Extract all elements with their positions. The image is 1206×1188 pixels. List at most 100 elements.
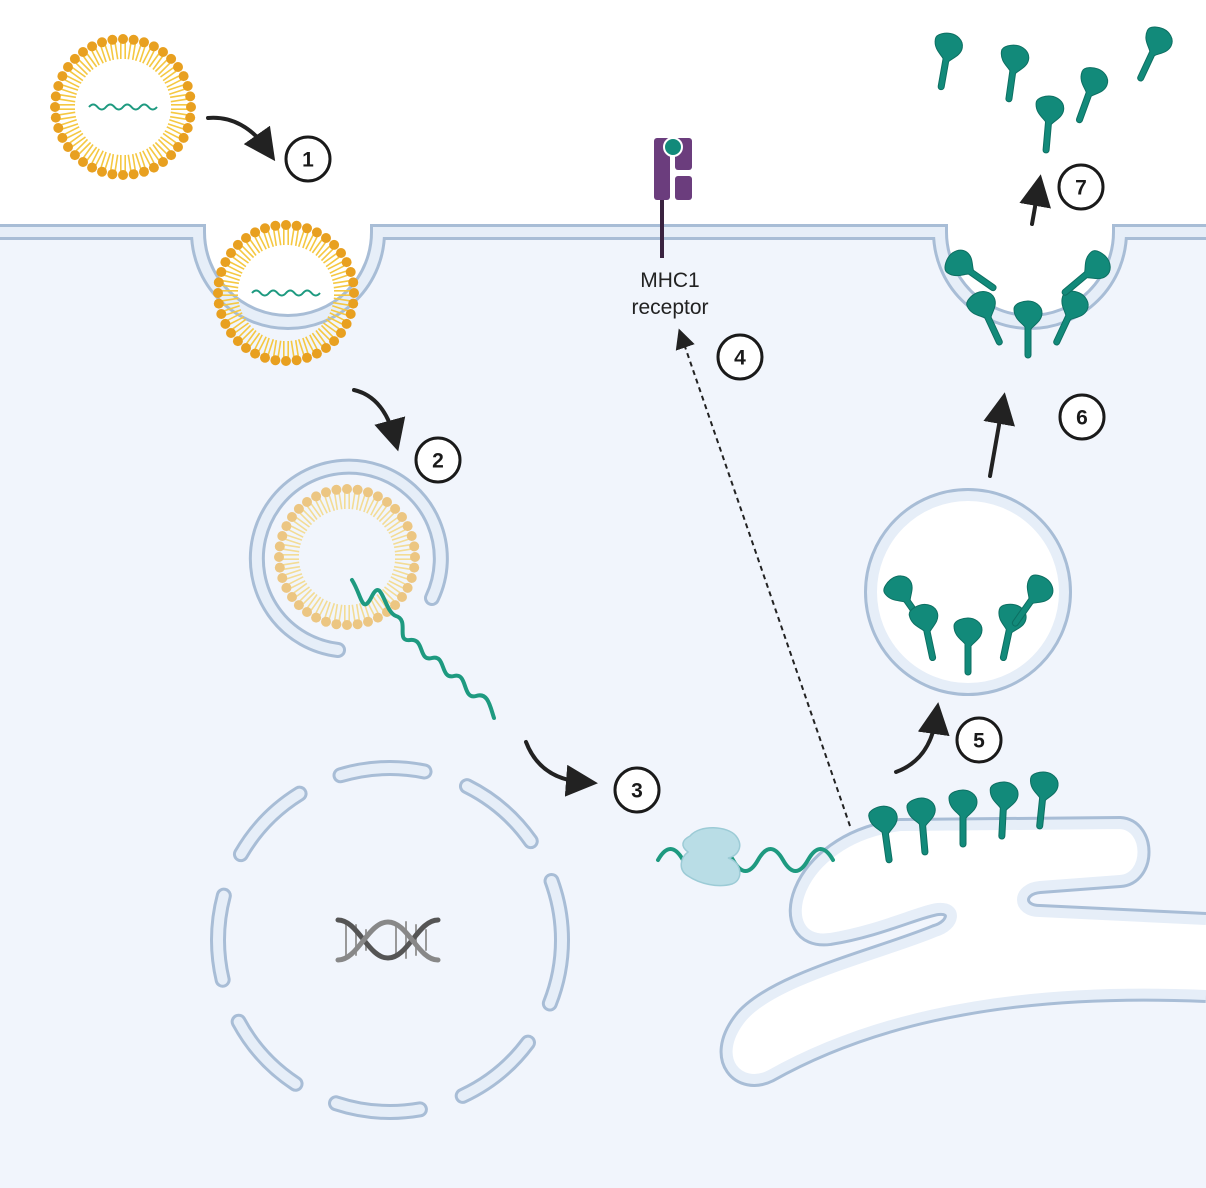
lipid-tail bbox=[75, 59, 92, 76]
lipid-head bbox=[348, 277, 359, 288]
endosome-icon bbox=[248, 458, 449, 658]
spike-protein-icon bbox=[1075, 67, 1109, 124]
lipid-tail bbox=[263, 231, 275, 249]
lipid-tail bbox=[127, 153, 136, 171]
membrane-spike-proteins bbox=[944, 249, 1111, 359]
lipid-tail bbox=[327, 261, 345, 274]
lipid-tail bbox=[110, 153, 119, 171]
step-3-number: 3 bbox=[631, 780, 643, 803]
lipid-tail bbox=[344, 493, 350, 509]
lipid-head bbox=[281, 521, 292, 532]
lipid-head bbox=[213, 288, 223, 298]
mrna-strand-icon bbox=[88, 103, 158, 111]
lipid-tail bbox=[323, 252, 340, 268]
lipid-tail bbox=[293, 516, 310, 532]
lipid-head bbox=[270, 220, 281, 231]
lipid-head bbox=[363, 616, 373, 627]
lipid-head bbox=[107, 169, 118, 180]
lipid-head bbox=[260, 352, 270, 363]
lipid-head bbox=[173, 62, 183, 72]
lipid-tail bbox=[245, 239, 261, 256]
step-6-marker: 6 bbox=[1058, 393, 1106, 441]
lipid-tail bbox=[297, 231, 309, 249]
lipid-head bbox=[216, 309, 227, 319]
lipid-bilayer bbox=[274, 484, 420, 630]
lipid-head bbox=[329, 239, 340, 250]
lipid-head bbox=[69, 53, 80, 64]
lipid-head bbox=[287, 592, 297, 602]
ribosome-icon bbox=[680, 827, 741, 887]
lipid-head bbox=[63, 62, 73, 72]
lipid-head bbox=[341, 257, 352, 268]
lipid-tail bbox=[285, 568, 303, 580]
arrow-step5 bbox=[894, 702, 950, 774]
lipid-head bbox=[363, 487, 373, 498]
lipid-head bbox=[50, 91, 61, 102]
lipid-tail bbox=[315, 598, 328, 616]
lipid-tail bbox=[283, 554, 299, 560]
lipid-head bbox=[277, 531, 288, 541]
lipid-head bbox=[226, 328, 236, 338]
lipid-head bbox=[336, 248, 346, 258]
lipid-head bbox=[226, 248, 236, 258]
lipid-tail bbox=[384, 516, 401, 532]
lipid-tail bbox=[332, 280, 350, 289]
lipid-tail bbox=[324, 601, 336, 619]
lipid-tail bbox=[59, 111, 77, 120]
spike-protein-icon bbox=[908, 603, 939, 661]
lipid-tail bbox=[59, 104, 75, 110]
lipid-head bbox=[148, 162, 159, 173]
lipid-head bbox=[186, 102, 196, 112]
lipid-head bbox=[291, 355, 302, 366]
lipid-tail bbox=[91, 148, 104, 166]
lipid-head bbox=[250, 227, 261, 238]
lipid-head bbox=[69, 150, 80, 161]
lipid-head bbox=[321, 487, 331, 498]
lipid-head bbox=[406, 573, 417, 583]
lipid-nanoparticle-icon bbox=[50, 34, 196, 180]
lipid-head bbox=[139, 166, 149, 177]
lipid-head bbox=[342, 620, 352, 630]
lipid-tail bbox=[120, 43, 126, 59]
lipid-head bbox=[372, 612, 383, 623]
lipid-tail bbox=[273, 339, 282, 357]
lipid-tail bbox=[306, 503, 322, 520]
lipid-tail bbox=[317, 324, 334, 341]
lipid-tail bbox=[285, 534, 303, 546]
lipid-head bbox=[166, 53, 177, 64]
lipid-head bbox=[182, 81, 193, 91]
lipid-head bbox=[148, 41, 159, 52]
lipid-head bbox=[139, 37, 149, 48]
spike-protein-icon bbox=[906, 797, 936, 856]
lipid-tail bbox=[327, 312, 345, 325]
lipid-tail bbox=[232, 252, 249, 268]
lipid-head bbox=[241, 343, 251, 353]
lipid-tail bbox=[305, 234, 318, 252]
lipid-bilayer bbox=[50, 34, 196, 180]
spike-protein-icon bbox=[944, 249, 997, 292]
lipid-tail bbox=[61, 118, 79, 130]
lipid-head bbox=[250, 348, 261, 359]
lipid-head bbox=[281, 356, 291, 366]
lipid-head bbox=[274, 541, 285, 552]
lipid-tail bbox=[324, 495, 336, 513]
lipid-tail bbox=[82, 144, 98, 161]
lipid-tail bbox=[330, 304, 348, 316]
lipid-head bbox=[382, 497, 392, 507]
lipid-tail bbox=[64, 75, 82, 88]
lipid-head bbox=[352, 484, 363, 495]
spike-protein-icon bbox=[948, 789, 978, 848]
receptor-label-line2: receptor bbox=[631, 296, 708, 319]
lipid-tail bbox=[142, 48, 155, 66]
lipid-tail bbox=[167, 118, 185, 130]
lipid-tail bbox=[100, 151, 112, 169]
mrna-strand-icon bbox=[350, 578, 496, 720]
lipid-tail bbox=[254, 334, 267, 352]
lipid-tail bbox=[227, 312, 245, 325]
lipid-head bbox=[213, 277, 224, 288]
step-2-number: 2 bbox=[432, 450, 444, 473]
lipid-head bbox=[78, 47, 88, 57]
endoplasmic-reticulum-icon bbox=[719, 816, 1206, 1087]
lipid-tail bbox=[358, 495, 370, 513]
lipid-head bbox=[57, 71, 68, 82]
